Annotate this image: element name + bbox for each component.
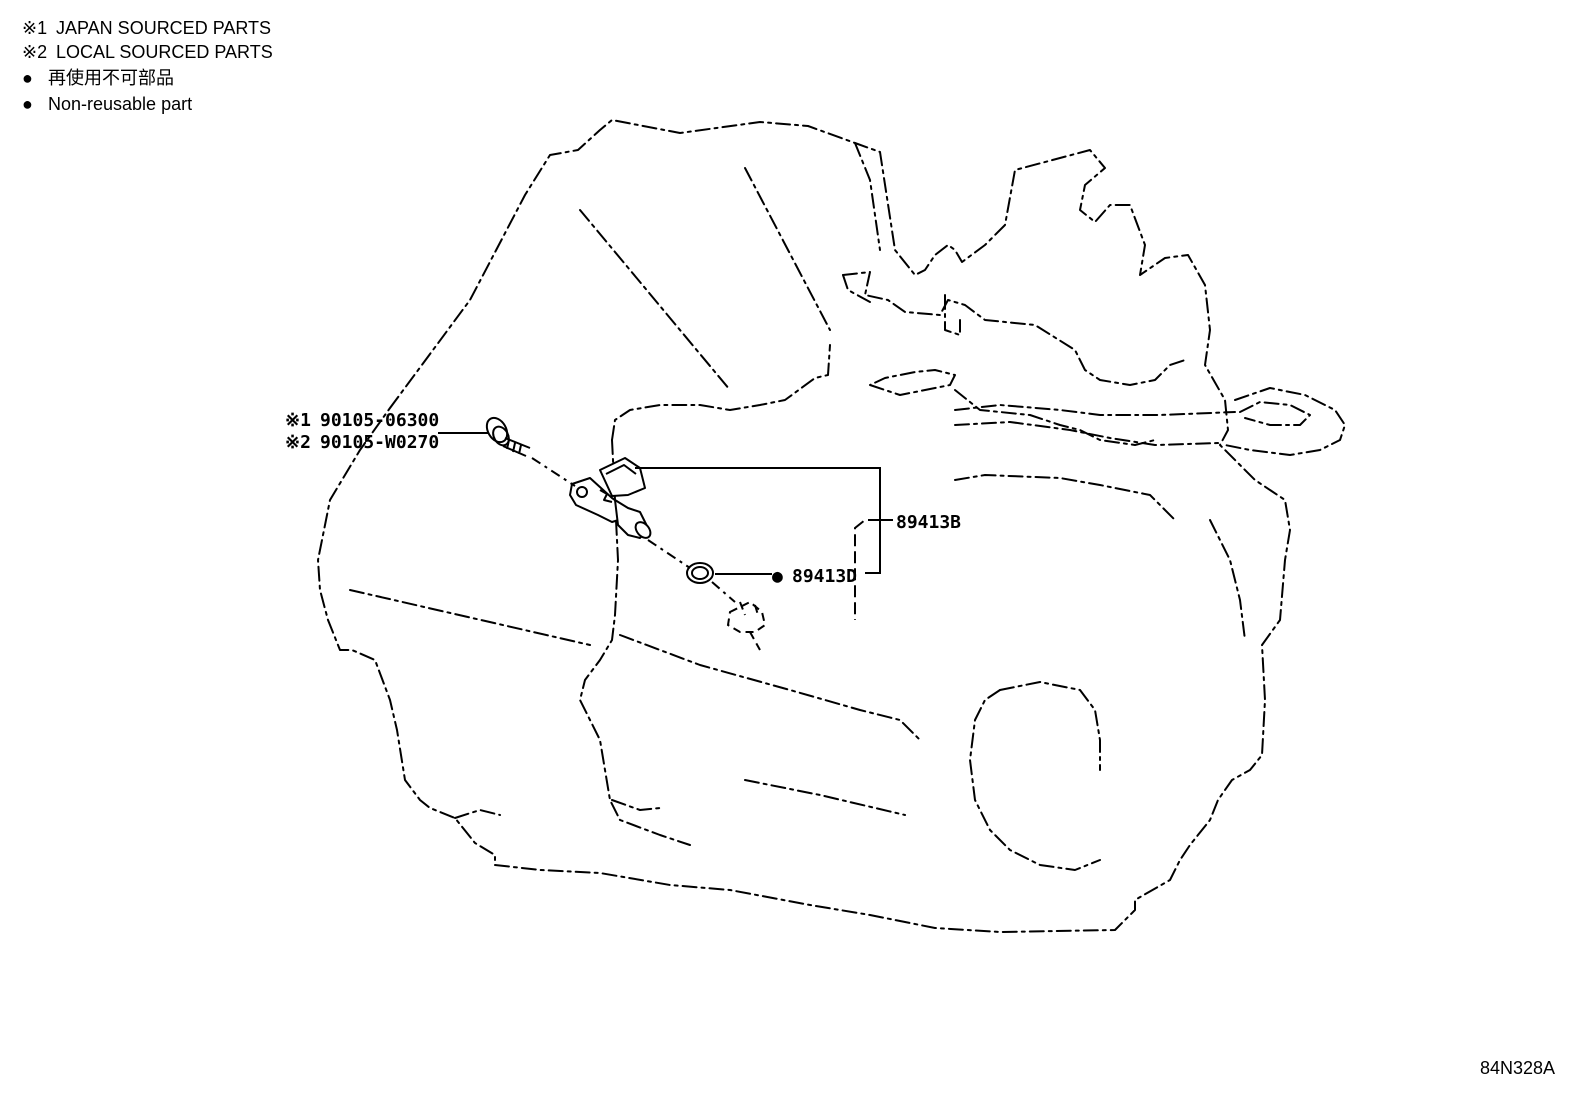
figure-code: 84N328A [1480, 1058, 1555, 1078]
legend-mark-2: ※2 [22, 42, 47, 62]
legend-mark-1: ※1 [22, 18, 47, 38]
transmission-housing-outline [317, 119, 1346, 933]
sensor-mount-boss [726, 600, 767, 651]
legend-text-1: JAPAN SOURCED PARTS [56, 18, 271, 38]
legend: ※1 JAPAN SOURCED PARTS ※2 LOCAL SOURCED … [22, 18, 273, 114]
speed-sensor-icon [569, 457, 652, 539]
legend-text-4: Non-reusable part [48, 94, 192, 114]
bolt-local-mark: ※2 [285, 432, 311, 453]
leader-phantom [854, 519, 880, 620]
o-ring-number: 89413D [792, 566, 857, 587]
o-ring-icon [686, 562, 714, 584]
bolt-local-number: 90105-W0270 [320, 432, 439, 453]
installation-axis [531, 457, 736, 603]
part-labels: ※1 90105-06300 ※2 90105-W0270 89413B ● 8… [285, 410, 961, 587]
bolt-japan-mark: ※1 [285, 410, 311, 431]
bolt-icon [485, 416, 531, 457]
leader-sensor-bracket [635, 467, 881, 574]
legend-text-2: LOCAL SOURCED PARTS [56, 42, 273, 62]
bolt-japan-number: 90105-06300 [320, 410, 439, 431]
leader-lines [438, 432, 893, 575]
legend-mark-3: ● [22, 68, 33, 88]
o-ring-mark: ● [772, 566, 783, 587]
sensor-assy-number: 89413B [896, 512, 961, 533]
legend-text-3: 再使用不可部品 [48, 68, 174, 88]
legend-mark-4: ● [22, 94, 33, 114]
